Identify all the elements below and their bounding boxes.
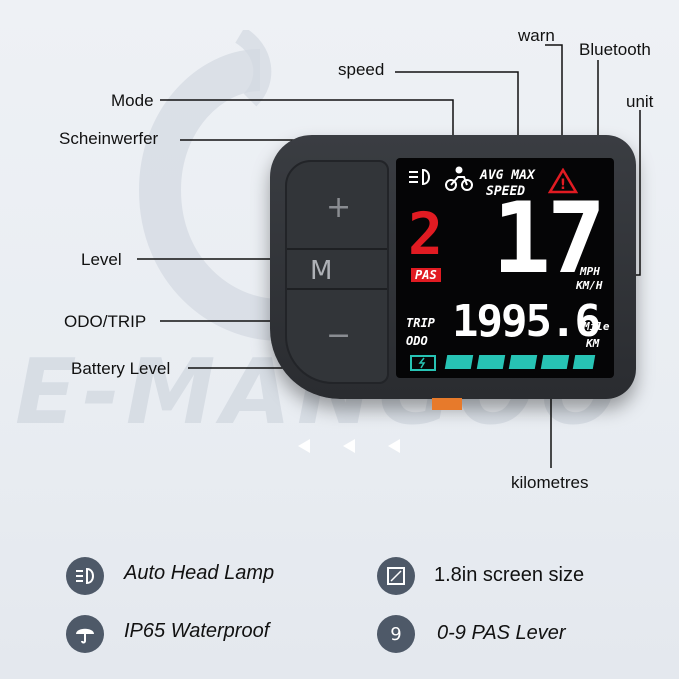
speed-label: SPEED [486, 184, 526, 199]
callout-scheinwerfer: Scheinwerfer [59, 129, 159, 148]
feature-pas-lever: 0-9 PAS Lever [437, 622, 566, 644]
pas-nine-icon: 9 [377, 615, 415, 653]
unit-mile: Mile [583, 320, 610, 333]
odo-label: ODO [406, 334, 428, 348]
callout-speed: speed [338, 60, 385, 79]
battery-bar [572, 355, 596, 369]
feature-auto-head-lamp: Auto Head Lamp [124, 562, 275, 584]
left-arrow-icon [343, 439, 355, 453]
left-arrow-icon [298, 439, 310, 453]
callout-battery-level: Battery Level [71, 359, 171, 378]
umbrella-icon [66, 615, 104, 653]
callout-level: Level [81, 250, 122, 269]
feature-ip65-waterproof: IP65 Waterproof [124, 620, 270, 642]
pas-label: PAS [411, 268, 441, 282]
cyclist-mode-icon [445, 166, 473, 191]
callout-bluetooth: Bluetooth [579, 40, 651, 59]
unit-mph: MPH [580, 265, 600, 278]
callout-mode: Mode [111, 91, 154, 110]
headlamp-icon [66, 557, 104, 595]
minus-button[interactable]: − [326, 318, 352, 353]
callout-warn: warn [518, 26, 555, 45]
battery-bar [540, 355, 570, 369]
callout-unit: unit [626, 92, 654, 111]
headlamp-indicator-icon [409, 168, 430, 186]
usb-port-cap [432, 398, 462, 410]
mode-button[interactable]: M [310, 256, 333, 286]
plus-button[interactable]: + [326, 190, 352, 225]
callout-odo-trip: ODO/TRIP [64, 312, 147, 331]
screen-size-icon [377, 557, 415, 595]
unit-kmh: KM/H [576, 279, 603, 292]
avg-max-label: AVG MAX [480, 168, 535, 183]
pas-level-value: 2 [408, 200, 443, 268]
battery-bar [508, 355, 538, 369]
brand-logo-watermark [138, 30, 281, 341]
feature-screen-size: 1.8in screen size [434, 564, 585, 586]
distance-value: 1995.6 [452, 296, 601, 347]
battery-bar [444, 355, 474, 369]
unit-km: KM [586, 337, 600, 350]
warning-icon: ! [548, 168, 578, 194]
button-pad [285, 160, 389, 384]
trip-label: TRIP [406, 316, 435, 330]
battery-bar [476, 355, 506, 369]
speed-value: 17 [492, 182, 606, 296]
callout-kilometres: kilometres [511, 473, 589, 492]
battery-icon [410, 355, 436, 371]
left-arrow-icon [388, 439, 400, 453]
svg-text:!: ! [560, 177, 566, 193]
